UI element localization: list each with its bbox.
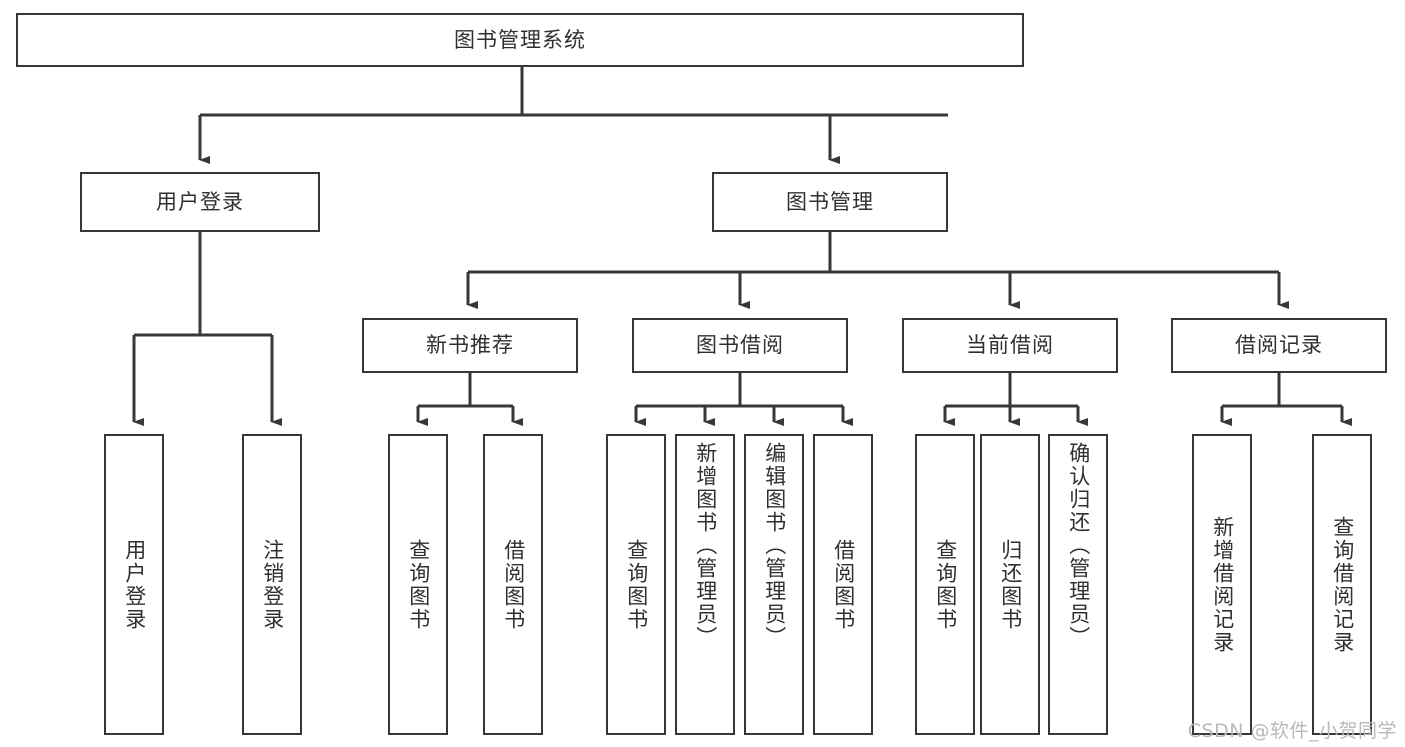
node-label: 借阅记录 [1235, 333, 1323, 358]
node-label: 图书管理系统 [454, 27, 586, 52]
node-leaf-add-borrow-record[interactable]: 新增借阅记录 [1192, 434, 1252, 735]
edges-new-book-leaves [416, 373, 523, 426]
node-label: 归还图书 [998, 538, 1023, 631]
edges-book-borrow-leaves [634, 373, 853, 426]
node-label: 图书管理 [786, 189, 874, 214]
node-label: 查询借阅记录 [1330, 515, 1355, 654]
node-leaf-query-book-current[interactable]: 查询图书 [915, 434, 975, 735]
node-label: 确认归还（管理员） [1066, 442, 1091, 649]
node-leaf-query-book-borrow[interactable]: 查询图书 [606, 434, 666, 735]
edges-book-mgmt-level3 [466, 232, 1289, 309]
node-label: 新增图书（管理员） [693, 442, 718, 649]
node-leaf-query-borrow-record[interactable]: 查询借阅记录 [1312, 434, 1372, 735]
node-label: 查询图书 [624, 538, 649, 631]
node-label: 图书借阅 [696, 333, 784, 358]
edges-borrow-record-leaves [1220, 373, 1352, 426]
edges-current-borrow-leaves [943, 373, 1088, 426]
node-leaf-logout[interactable]: 注销登录 [242, 434, 302, 735]
node-label: 借阅图书 [501, 538, 526, 631]
node-leaf-add-book-admin[interactable]: 新增图书（管理员） [675, 434, 735, 735]
node-leaf-borrow-book[interactable]: 借阅图书 [813, 434, 873, 735]
edges-user-login-leaves [132, 232, 282, 426]
node-label: 用户登录 [156, 189, 244, 214]
node-borrow-record[interactable]: 借阅记录 [1171, 318, 1387, 373]
node-label: 新增借阅记录 [1210, 515, 1235, 654]
node-book-borrow[interactable]: 图书借阅 [632, 318, 848, 373]
node-leaf-return-book[interactable]: 归还图书 [980, 434, 1040, 735]
node-user-login[interactable]: 用户登录 [80, 172, 320, 232]
node-label: 借阅图书 [831, 538, 856, 631]
node-label: 查询图书 [933, 538, 958, 631]
node-leaf-user-login[interactable]: 用户登录 [104, 434, 164, 735]
node-leaf-edit-book-admin[interactable]: 编辑图书（管理员） [744, 434, 804, 735]
node-label: 当前借阅 [966, 333, 1054, 358]
node-current-borrow[interactable]: 当前借阅 [902, 318, 1118, 373]
edges-root-level2 [198, 67, 948, 164]
node-leaf-query-book-recommend[interactable]: 查询图书 [388, 434, 448, 735]
node-leaf-confirm-return-admin[interactable]: 确认归还（管理员） [1048, 434, 1108, 735]
node-book-management[interactable]: 图书管理 [712, 172, 948, 232]
node-label: 新书推荐 [426, 333, 514, 358]
node-new-book-recommend[interactable]: 新书推荐 [362, 318, 578, 373]
node-leaf-borrow-book-recommend[interactable]: 借阅图书 [483, 434, 543, 735]
watermark: CSDN @软件_小贺同学 [1187, 720, 1397, 742]
node-root-book-management-system[interactable]: 图书管理系统 [16, 13, 1024, 67]
node-label: 注销登录 [260, 538, 285, 631]
node-label: 用户登录 [122, 538, 147, 631]
node-label: 查询图书 [406, 538, 431, 631]
node-label: 编辑图书（管理员） [762, 442, 787, 649]
